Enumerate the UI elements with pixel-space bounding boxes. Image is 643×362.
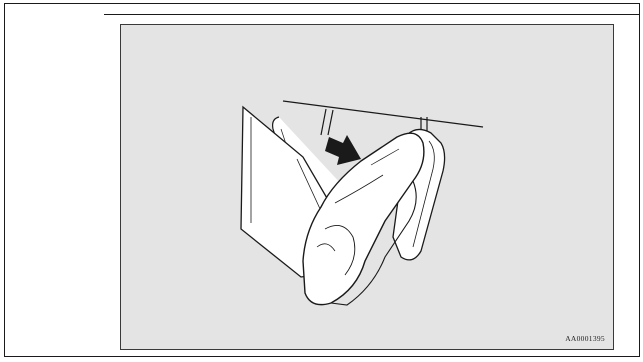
figure-panel: AA0001395 [120,24,614,350]
figure-code: AA0001395 [565,334,605,343]
press-direction-arrow-icon [121,25,615,351]
header-rule [104,14,640,15]
